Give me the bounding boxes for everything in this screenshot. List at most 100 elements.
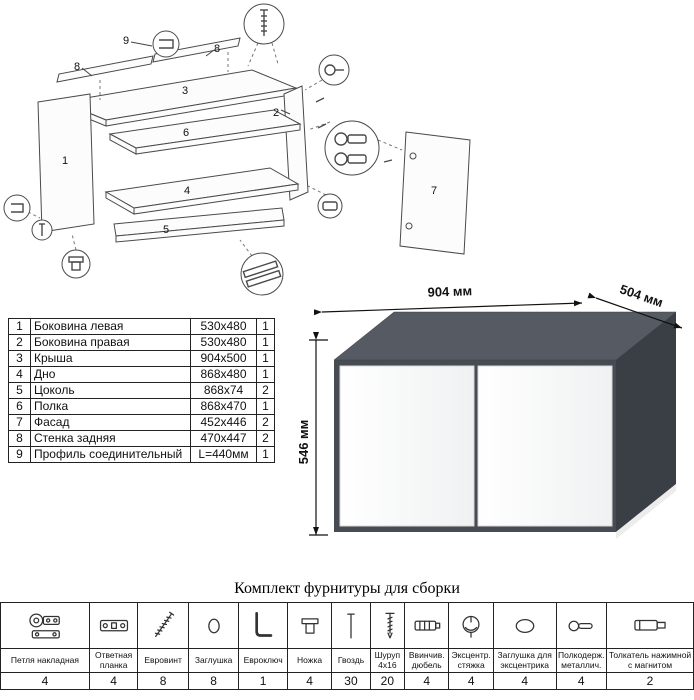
nail-icon: [333, 612, 369, 639]
hardware-item-qty: 1: [238, 672, 288, 690]
hardware-item-qty: 4: [492, 672, 557, 690]
parts-cell-qty: 1: [256, 318, 275, 335]
dimension-annotations: [309, 292, 683, 536]
hardware-item-name: Гвоздь: [331, 648, 371, 673]
pushlatch-icon: [631, 617, 669, 634]
parts-cell-name: Цоколь: [30, 382, 191, 399]
parts-cell-num: 9: [8, 446, 31, 463]
plate-icon: [95, 617, 133, 634]
parts-cell-size: 452x446: [190, 414, 257, 431]
depth-dimension-arrow: [587, 292, 683, 329]
hardware-item-name: Петля накладная: [0, 648, 90, 673]
parts-cell-name: Боковина правая: [30, 334, 191, 351]
hardware-icon-cell: [331, 602, 371, 649]
parts-cell-name: Полка: [30, 398, 191, 415]
hardware-item-name: Полкодерж. металлич.: [555, 648, 608, 673]
parts-cell-num: 5: [8, 382, 31, 399]
parts-cell-qty: 2: [256, 430, 275, 447]
parts-cell-name: Дно: [30, 366, 191, 383]
cabinet-plinth-strip: [616, 484, 676, 539]
hardware-icon-cell: [404, 602, 450, 649]
callout-profiles-pair: [240, 252, 284, 296]
parts-cell-num: 7: [8, 414, 31, 431]
parts-cell-num: 4: [8, 366, 31, 383]
parts-cell-num: 6: [8, 398, 31, 415]
hardware-item-name: Шуруп 4х16: [369, 648, 406, 673]
parts-cell-num: 3: [8, 350, 31, 367]
hardware-kit-section: Комплект фурнитуры для сборки Петля накл…: [0, 580, 694, 690]
callout-foot: [61, 249, 91, 279]
right-side-panel: [283, 85, 309, 201]
assembly-guides: [27, 42, 403, 257]
part-label-1: 1: [62, 155, 68, 167]
camcap-icon: [506, 617, 544, 634]
hardware-icon-cell: [238, 602, 288, 649]
floating-screws: [315, 97, 393, 163]
parts-cell-name: Стенка задняя: [30, 430, 191, 447]
parts-cell-size: 530x480: [190, 334, 257, 351]
hardware-item-qty: 8: [187, 672, 240, 690]
parts-cell-name: Крыша: [30, 350, 191, 367]
hardware-item-name: Ответная планка: [88, 648, 139, 673]
hardware-item-qty: 30: [331, 672, 371, 690]
width-dimension-arrow: [313, 300, 583, 316]
parts-cell-size: 868x470: [190, 398, 257, 415]
parts-cell-num: 2: [8, 334, 31, 351]
hardware-item-name: Евровинт: [137, 648, 189, 673]
callout-profile: [152, 30, 180, 58]
hardware-icon-cell: [606, 602, 694, 649]
parts-cell-name: Фасад: [30, 414, 191, 431]
hardware-icon-cell: [0, 602, 90, 649]
width-dimension-label: 904 мм: [427, 283, 472, 300]
hardware-icon-row: [0, 602, 694, 649]
hardware-item-qty: 4: [0, 672, 90, 690]
parts-cell-size: 470x447: [190, 430, 257, 447]
exploded-view-diagram: 9 8 8 3 1 2 6 4 5 7: [3, 3, 471, 296]
cabinet-right-door: [477, 365, 613, 527]
hardware-item-qty: 4: [88, 672, 139, 690]
hardware-icon-cell: [555, 602, 608, 649]
cap-icon: [195, 617, 233, 634]
parts-cell-num: 1: [8, 318, 31, 335]
part-label-7: 7: [431, 185, 437, 197]
hardware-icon-cell: [88, 602, 139, 649]
parts-cell-size: 868x480: [190, 366, 257, 383]
hardware-item-name: Эксцентр. стяжка: [448, 648, 494, 673]
parts-cell-qty: 2: [256, 382, 275, 399]
hardware-item-name: Толкатель нажимной с магнитом: [606, 648, 694, 673]
hardware-icon-cell: [369, 602, 406, 649]
label-leaders: [81, 41, 291, 115]
callout-contents: [11, 9, 367, 288]
cabinet-left-door: [339, 365, 475, 527]
hardware-item-name: Ввинчив. дюбель: [404, 648, 450, 673]
parts-cell-name: Боковина левая: [30, 318, 191, 335]
dowel-icon: [408, 617, 446, 634]
hardware-icon-cell: [448, 602, 494, 649]
hardware-item-qty: 2: [606, 672, 694, 690]
cam-icon: [452, 615, 490, 638]
left-side-panel: [37, 93, 95, 233]
parts-cell-qty: 1: [256, 350, 275, 367]
door-hinge-holes: [405, 152, 417, 230]
part-label-8b: 8: [214, 43, 220, 55]
part-labels: 9 8 8 3 1 2 6 4 5 7: [62, 35, 437, 236]
hardware-item-qty: 8: [137, 672, 189, 690]
part-label-4: 4: [184, 185, 190, 197]
hardware-item-qty: 4: [404, 672, 450, 690]
callout-dowel: [317, 193, 343, 219]
parts-cell-qty: 1: [256, 398, 275, 415]
height-dimension-label: 546 мм: [298, 420, 311, 465]
hardware-item-name: Заглушка для эксцентрика: [492, 648, 557, 673]
parts-cell-name: Профиль соединительный: [30, 446, 191, 463]
hardware-item-qty: 4: [286, 672, 333, 690]
callout-cam-bolt: [318, 54, 350, 86]
